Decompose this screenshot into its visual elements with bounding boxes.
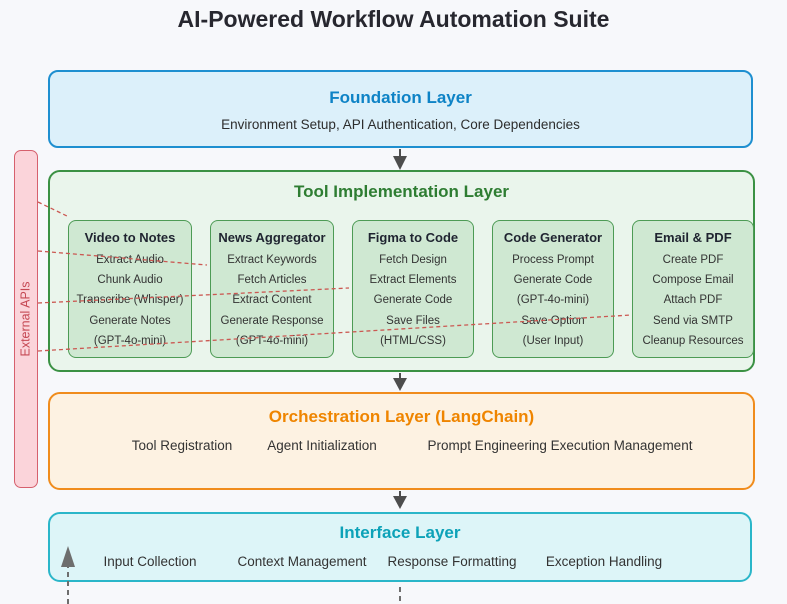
tool-item: (GPT-4o-mini) <box>516 294 590 307</box>
tool-name: Email & PDF <box>654 230 732 245</box>
external-apis-label: External APIs <box>19 281 34 357</box>
interface-item: Exception Handling <box>545 554 663 569</box>
tool-item: Fetch Design <box>379 254 447 266</box>
foundation-layer-box: Foundation Layer Environment Setup, API … <box>48 70 753 148</box>
tool-item: Compose Email <box>652 274 734 287</box>
tool-item: Create PDF <box>662 254 724 266</box>
tool-item: Send via SMTP <box>653 314 733 327</box>
orchestration-item: Agent Initialization <box>267 438 377 453</box>
interface-layer-title: Interface Layer <box>339 523 461 542</box>
tool-item: Extract Elements <box>369 274 457 287</box>
tool-item: Extract Content <box>232 294 312 307</box>
tool-item-list: Create PDF Compose Email Attach PDF Send… <box>633 250 753 351</box>
tool-box-figma-to-code: Figma to Code Fetch Design Extract Eleme… <box>352 220 474 358</box>
page-title: AI-Powered Workflow Automation Suite <box>177 6 610 32</box>
tool-box-news-aggregator: News Aggregator Extract Keywords Fetch A… <box>210 220 334 358</box>
tool-item-list: Process Prompt Generate Code (GPT-4o-min… <box>493 250 613 351</box>
tool-item: Save Files <box>386 314 440 327</box>
tool-box-email-pdf: Email & PDF Create PDF Compose Email Att… <box>632 220 754 358</box>
orchestration-layer-box: Orchestration Layer (LangChain) Tool Reg… <box>48 392 755 490</box>
tool-name: Figma to Code <box>367 230 459 245</box>
foundation-layer-title: Foundation Layer <box>329 88 472 107</box>
orchestration-item: Tool Registration <box>131 438 233 453</box>
tool-item: (HTML/CSS) <box>380 334 446 347</box>
tool-item-list: Extract Keywords Fetch Articles Extract … <box>211 250 333 351</box>
tool-item: Generate Code <box>373 294 453 307</box>
arrow-foundation-to-tool <box>393 149 407 170</box>
arrow-tool-to-orchestration <box>393 373 407 391</box>
tool-item: (User Input) <box>522 334 584 347</box>
tool-box-video-to-notes: Video to Notes Extract Audio Chunk Audio… <box>68 220 192 358</box>
tool-item: Generate Notes <box>89 314 171 327</box>
interface-item: Context Management <box>237 554 367 569</box>
tool-implementation-layer-box: Tool Implementation Layer Video to Notes… <box>48 170 755 372</box>
foundation-layer-subtitle: Environment Setup, API Authentication, C… <box>221 117 580 132</box>
interface-item: Input Collection <box>103 554 197 569</box>
interface-layer-box: Interface Layer Input Collection Context… <box>48 512 752 582</box>
tool-name: News Aggregator <box>218 230 326 245</box>
tool-item: Chunk Audio <box>97 274 163 287</box>
tool-item: Fetch Articles <box>237 274 307 287</box>
interface-item: Response Formatting <box>387 554 517 569</box>
tool-item: Attach PDF <box>663 294 723 307</box>
tool-name: Code Generator <box>503 230 603 245</box>
orchestration-layer-title: Orchestration Layer (LangChain) <box>268 407 535 426</box>
tool-item: Extract Audio <box>96 254 164 266</box>
tool-item: Extract Keywords <box>227 254 317 266</box>
tool-item: Generate Response <box>220 314 324 327</box>
tool-item: Save Option <box>521 314 585 327</box>
tool-implementation-layer-title: Tool Implementation Layer <box>293 182 510 201</box>
tool-name: Video to Notes <box>84 230 176 245</box>
orchestration-item: Prompt Engineering Execution Management <box>427 438 693 453</box>
tool-item: Transcribe (Whisper) <box>76 294 184 307</box>
tool-item: (GPT-4o-mini) <box>93 334 167 347</box>
tool-item: (GPT-4o-mini) <box>235 334 309 347</box>
tool-item: Generate Code <box>513 274 593 287</box>
tool-item-list: Extract Audio Chunk Audio Transcribe (Wh… <box>69 250 191 351</box>
external-apis-box: External APIs <box>14 150 38 488</box>
tool-box-code-generator: Code Generator Process Prompt Generate C… <box>492 220 614 358</box>
tool-item: Process Prompt <box>512 254 594 266</box>
tool-item-list: Fetch Design Extract Elements Generate C… <box>353 250 473 351</box>
arrow-orchestration-to-interface <box>393 491 407 509</box>
tool-item: Cleanup Resources <box>642 334 744 347</box>
